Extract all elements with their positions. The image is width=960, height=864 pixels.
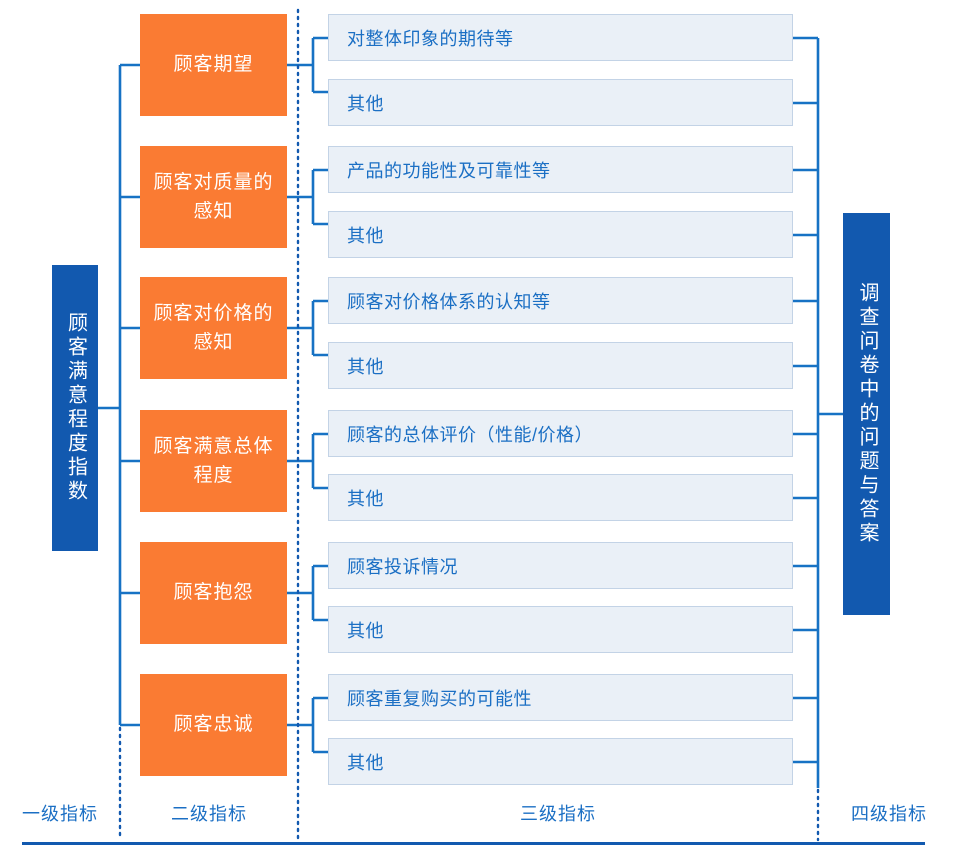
axis-label-level2: 二级指标: [120, 800, 298, 826]
level2-box-customer-loyalty[interactable]: 顾客忠诚: [140, 674, 287, 776]
level2-label: 顾客抱怨: [173, 582, 254, 604]
level2-box-quality-perception[interactable]: 顾客对质量的感知: [140, 146, 287, 248]
axis-label-text: 四级指标: [851, 804, 927, 824]
level3-box[interactable]: 其他: [328, 474, 793, 521]
level3-label: 其他: [347, 620, 384, 641]
bracket-lv2-2: [287, 168, 328, 226]
level3-box[interactable]: 顾客投诉情况: [328, 542, 793, 589]
level1-indicator-box[interactable]: 顾客满意程度指数: [52, 265, 98, 551]
axis-label-level4: 四级指标: [818, 800, 960, 826]
level3-box[interactable]: 顾客的总体评价（性能/价格）: [328, 410, 793, 457]
level1-label: 顾客满意程度指数: [64, 312, 87, 504]
level2-box-overall-satisfaction[interactable]: 顾客满意总体程度: [140, 410, 287, 512]
level2-label: 顾客期望: [173, 54, 254, 76]
axis-label-text: 一级指标: [22, 804, 98, 824]
level3-box[interactable]: 顾客对价格体系的认知等: [328, 277, 793, 324]
level3-label: 其他: [347, 225, 384, 246]
axis-label-text: 二级指标: [171, 804, 247, 824]
level3-label: 对整体印象的期待等: [347, 28, 514, 49]
axis-label-level3: 三级指标: [298, 800, 818, 826]
level3-box[interactable]: 其他: [328, 342, 793, 389]
axis-label-text: 三级指标: [520, 804, 596, 824]
bracket-lv2-3: [287, 299, 328, 357]
level2-box-customer-complaint[interactable]: 顾客抱怨: [140, 542, 287, 644]
level3-box[interactable]: 对整体印象的期待等: [328, 14, 793, 61]
level3-label: 顾客对价格体系的认知等: [347, 291, 551, 312]
level3-label: 产品的功能性及可靠性等: [347, 160, 551, 181]
level3-label: 顾客重复购买的可能性: [347, 688, 532, 709]
level3-label: 其他: [347, 752, 384, 773]
level2-label: 顾客忠诚: [173, 714, 254, 736]
level2-box-customer-expectation[interactable]: 顾客期望: [140, 14, 287, 116]
level2-box-price-perception[interactable]: 顾客对价格的感知: [140, 277, 287, 379]
level3-box[interactable]: 顾客重复购买的可能性: [328, 674, 793, 721]
bracket-lv2-5: [287, 564, 328, 622]
level3-label: 其他: [347, 488, 384, 509]
level3-label: 其他: [347, 93, 384, 114]
level3-label: 顾客的总体评价（性能/价格）: [347, 424, 593, 445]
bottom-baseline: [22, 842, 925, 845]
level3-box[interactable]: 其他: [328, 79, 793, 126]
level2-label: 顾客对质量的感知: [153, 171, 274, 222]
level3-box[interactable]: 其他: [328, 738, 793, 785]
level2-label: 顾客满意总体程度: [153, 435, 274, 486]
bracket-lv2-1: [287, 36, 328, 94]
level3-box[interactable]: 其他: [328, 211, 793, 258]
level3-label: 顾客投诉情况: [347, 556, 458, 577]
level3-box[interactable]: 其他: [328, 606, 793, 653]
level4-label: 调查问卷中的问题与答案: [856, 282, 878, 546]
level3-label: 其他: [347, 356, 384, 377]
level3-box[interactable]: 产品的功能性及可靠性等: [328, 146, 793, 193]
level4-indicator-box[interactable]: 调查问卷中的问题与答案: [843, 213, 890, 615]
bracket-lv2-4: [287, 432, 328, 490]
axis-label-level1: 一级指标: [0, 800, 120, 826]
bracket-lv2-6: [287, 696, 328, 754]
level2-label: 顾客对价格的感知: [153, 302, 274, 353]
